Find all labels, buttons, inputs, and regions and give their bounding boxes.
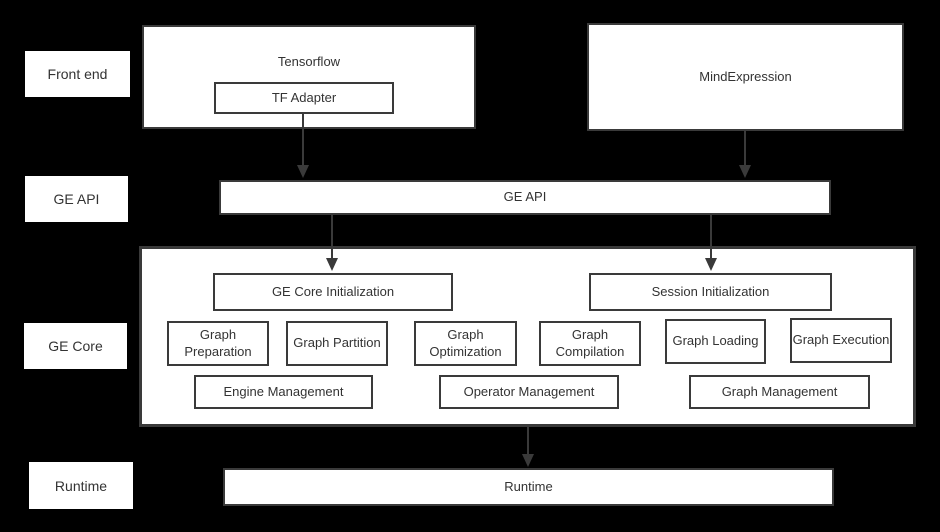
tensorflow-title: Tensorflow <box>277 54 341 69</box>
graph-management-box: Graph Management <box>689 375 870 409</box>
phase-box-graph-execution: Graph Execution <box>790 318 892 363</box>
phase-box-graph-compilation: Graph Compilation <box>539 321 641 366</box>
ge-core-box: GE Core Initialization Session Initializ… <box>139 246 916 427</box>
tf-adapter-box: TF Adapter <box>214 82 394 114</box>
layer-label-ge-core: GE Core <box>24 323 127 369</box>
arrow-ge-api-to-session-initialization <box>705 213 717 271</box>
phase-box-graph-optimization: Graph Optimization <box>414 321 517 366</box>
mindexpression-box: MindExpression <box>587 23 904 131</box>
runtime-bar: Runtime <box>223 468 834 506</box>
phase-box-graph-preparation: Graph Preparation <box>167 321 269 366</box>
phase-box-graph-partition: Graph Partition <box>286 321 388 366</box>
arrow-tf-adapter-to-ge-api <box>297 114 309 178</box>
layer-label-front-end: Front end <box>25 51 130 97</box>
operator-management-box: Operator Management <box>439 375 619 409</box>
layer-label-ge-api: GE API <box>25 176 128 222</box>
phase-box-graph-loading: Graph Loading <box>665 319 766 364</box>
session-initialization-box: Session Initialization <box>589 273 832 311</box>
ge-api-bar: GE API <box>219 180 831 215</box>
ge-core-initialization-box: GE Core Initialization <box>213 273 453 311</box>
engine-management-box: Engine Management <box>194 375 373 409</box>
layer-label-runtime: Runtime <box>29 462 133 509</box>
arrow-ge-api-to-ge-core-initialization <box>326 213 338 271</box>
arrow-ge-core-to-runtime <box>522 427 534 467</box>
tensorflow-box: Tensorflow TF Adapter <box>142 25 476 129</box>
arrow-mindexpression-to-ge-api <box>739 131 751 178</box>
